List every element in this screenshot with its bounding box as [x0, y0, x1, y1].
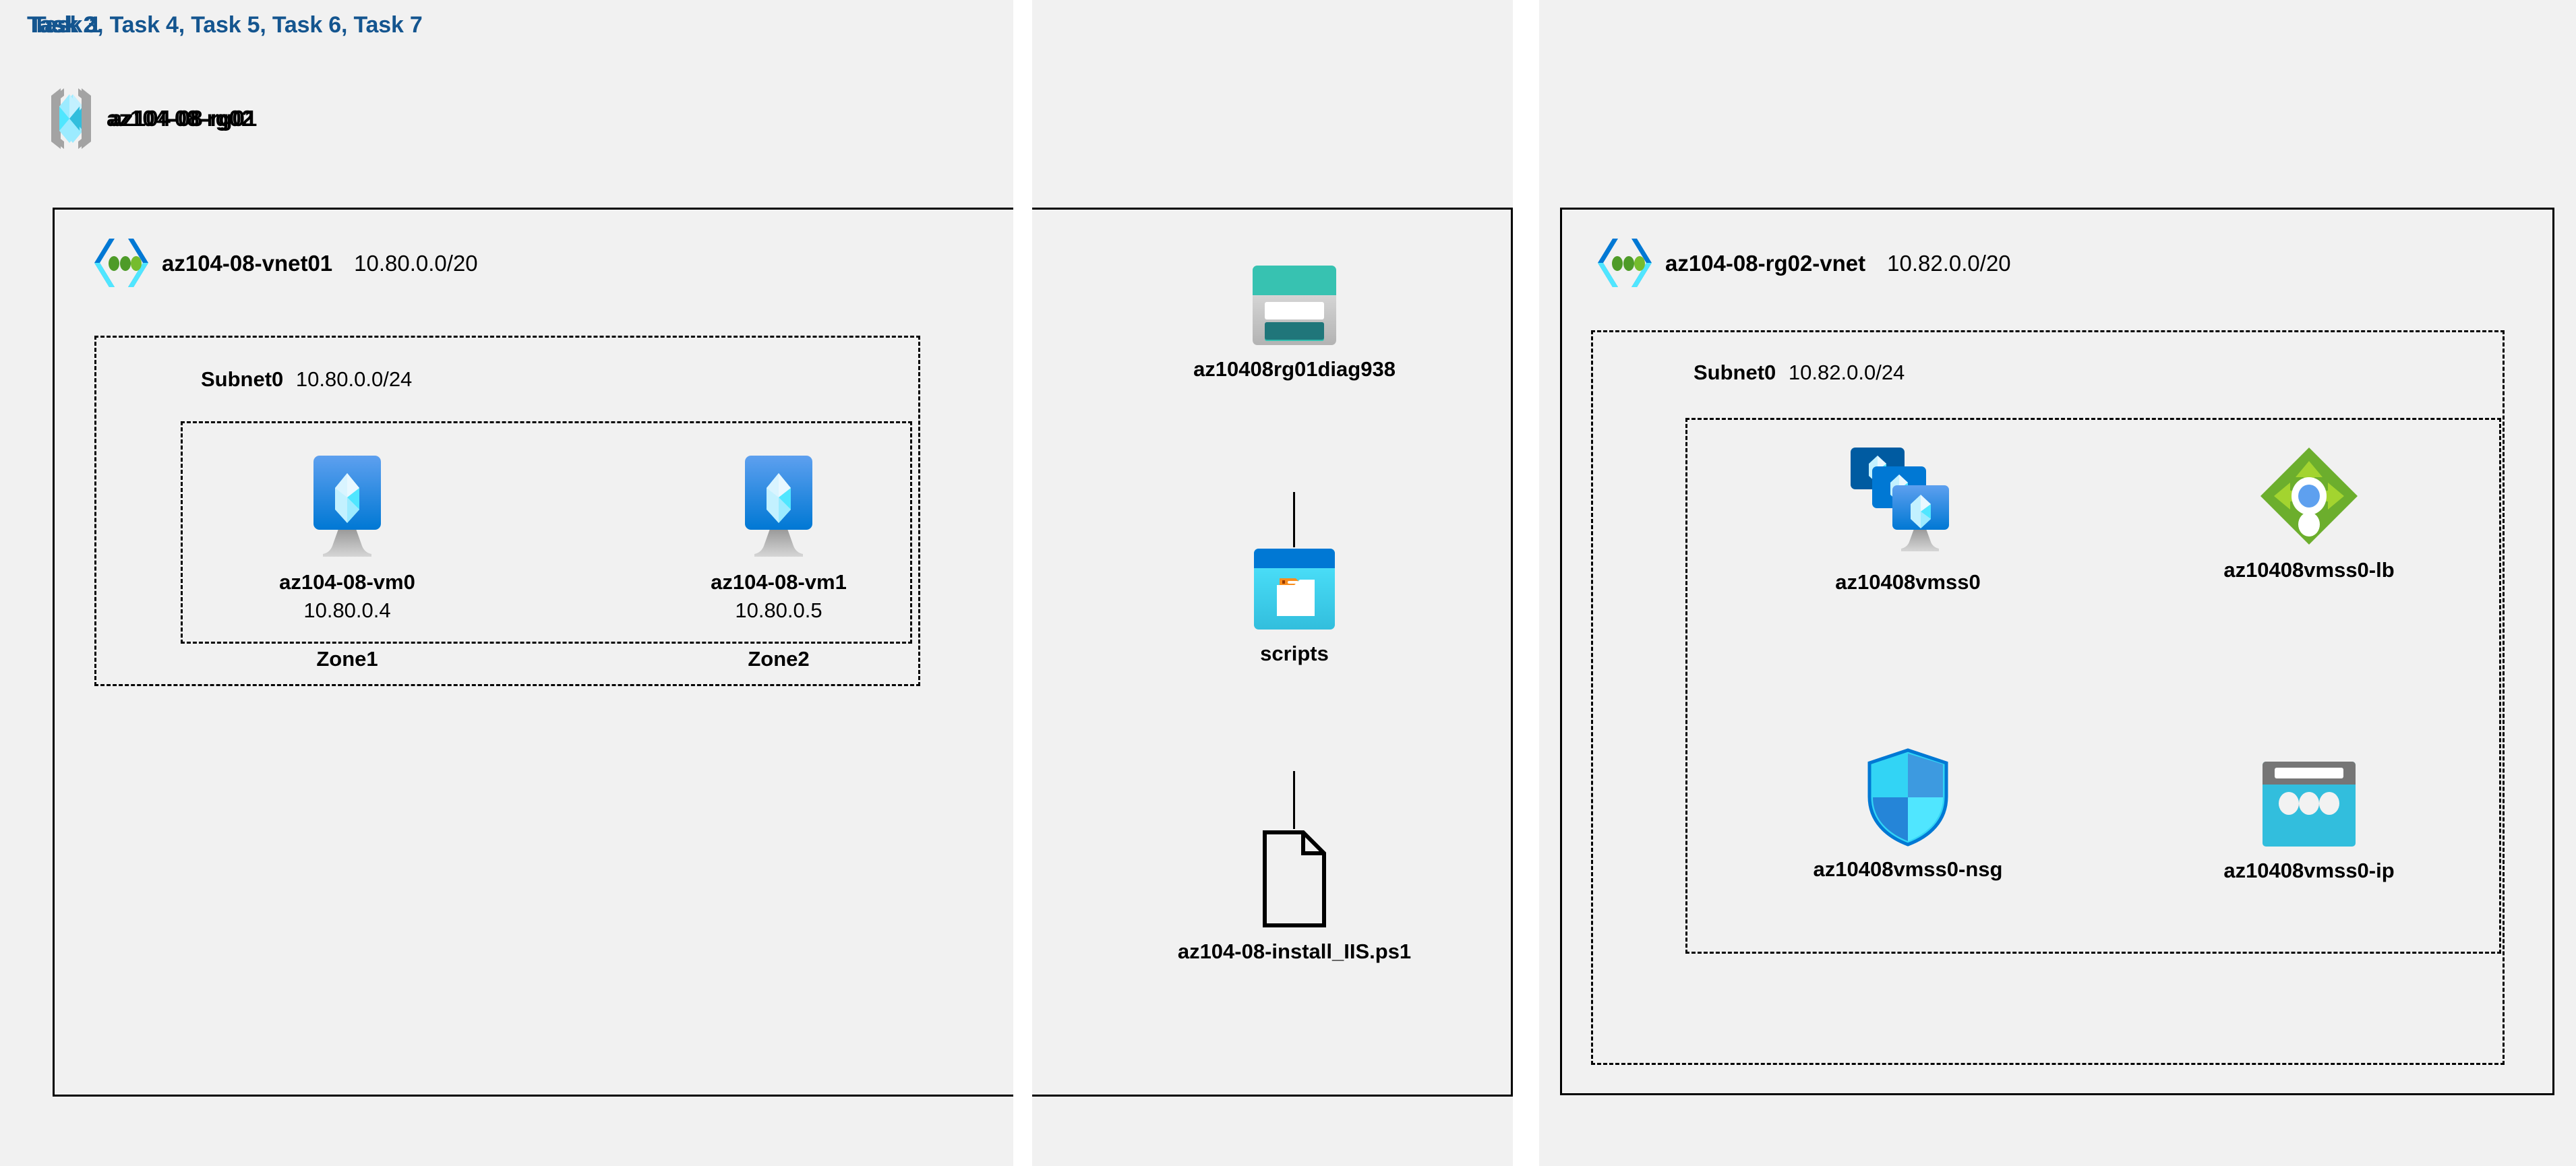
resource-group-label: az104-08-rg02: [107, 106, 254, 131]
resource-group-rg02: az104-08-rg02: [47, 86, 253, 151]
node-ip-address: 10.80.0.4: [303, 599, 391, 622]
subnet02-label: Subnet0 10.82.0.0/24: [1694, 361, 1905, 385]
node-title: az104-08-vm0: [279, 570, 415, 594]
node-load-balancer[interactable]: az10408vmss0-lb: [2157, 445, 2461, 582]
panel-gap-1: [1013, 0, 1032, 1166]
vnet01-cidr: 10.80.0.0/20: [354, 251, 478, 276]
task1-header: Task 1: [32, 12, 102, 38]
task2-header: Task 2: [27, 12, 96, 38]
storage-account-icon: [1250, 264, 1339, 346]
node-title: az10408vmss0-nsg: [1813, 857, 2003, 881]
vnet02-name: az104-08-rg02-vnet: [1665, 251, 1866, 276]
connector-storage-to-scripts: [1293, 492, 1295, 547]
node-storage-account[interactable]: az10408rg01diag938: [1106, 264, 1483, 381]
subnet01-boundary-box: [94, 336, 920, 686]
subnet02-cidr: 10.82.0.0/24: [1788, 361, 1905, 384]
panel-gap-2: [1513, 0, 1539, 1166]
subnet01-label: Subnet0 10.80.0.0/24: [201, 367, 412, 392]
resource-group-label: az104-08-rg01: [110, 106, 258, 131]
connector-scripts-to-file: [1293, 771, 1295, 829]
node-network-security-group[interactable]: az10408vmss0-nsg: [1766, 748, 2049, 882]
virtual-network-icon: [1598, 236, 1652, 291]
resource-group-icon: [47, 86, 92, 151]
vnet02-cidr: 10.82.0.0/20: [1887, 251, 2011, 276]
node-title: scripts: [1260, 642, 1329, 665]
node-vm1[interactable]: az104-08-vm1 10.80.0.5 Zone2: [698, 453, 860, 671]
node-vm0[interactable]: az104-08-vm0 10.80.0.4 Zone1: [266, 453, 428, 671]
node-ip-address: 10.80.0.5: [735, 599, 822, 622]
subnet02-boundary-box: [1591, 330, 2505, 1065]
virtual-network-icon: [94, 236, 148, 291]
blob-container-icon: [1253, 547, 1336, 631]
node-title: az10408vmss0: [1835, 570, 1981, 594]
load-balancer-icon: [2258, 445, 2360, 547]
file-icon: [1261, 829, 1327, 929]
vmss-resources-boundary-box: [1685, 418, 2501, 954]
node-title: az104-08-vm1: [711, 570, 847, 594]
vnet01-boundary-box: [53, 208, 1513, 1097]
node-zone-label: Zone2: [748, 647, 810, 671]
node-title: az10408rg01diag938: [1193, 357, 1396, 381]
vm-scale-set-icon: [1844, 445, 1972, 559]
virtual-machine-icon: [297, 453, 397, 559]
node-script-file[interactable]: az104-08-install_IIS.ps1: [1079, 829, 1510, 964]
vnet01-header-row: az104-08-vnet01 10.80.0.0/20: [94, 236, 478, 291]
network-security-group-icon: [1866, 748, 1950, 847]
node-public-ip-address[interactable]: az10408vmss0-ip: [2157, 760, 2461, 883]
node-blob-container[interactable]: scripts: [1187, 547, 1402, 666]
vnet02-header-row: az104-08-rg02-vnet 10.82.0.0/20: [1598, 236, 2011, 291]
task3-7-header: Task 3, Task 4, Task 5, Task 6, Task 7: [28, 12, 423, 38]
subnet01-cidr: 10.80.0.0/24: [295, 367, 413, 391]
node-zone-label: Zone1: [316, 647, 378, 671]
public-ip-address-icon: [2261, 760, 2357, 848]
vnet01-name: az104-08-vnet01: [162, 251, 333, 276]
node-title: az10408vmss0-lb: [2223, 558, 2395, 582]
node-title: az104-08-install_IIS.ps1: [1177, 940, 1412, 963]
panel-task1: [0, 0, 1013, 1166]
virtual-machine-icon: [729, 453, 829, 559]
node-vm-scale-set[interactable]: az10408vmss0: [1766, 445, 2049, 594]
availability-zone-boundary-box: [181, 421, 912, 644]
node-title: az10408vmss0-ip: [2223, 859, 2395, 882]
panel-task3: [1539, 0, 2576, 1166]
subnet01-name: Subnet0: [201, 367, 284, 391]
vnet02-boundary-box: [1560, 208, 2554, 1095]
subnet02-name: Subnet0: [1694, 361, 1776, 384]
